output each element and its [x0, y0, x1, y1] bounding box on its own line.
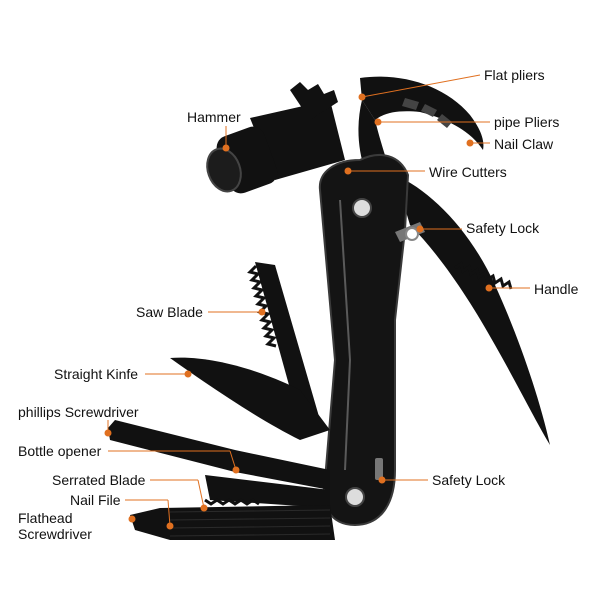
label-flat-pliers: Flat pliers: [484, 67, 545, 83]
body-highlight: [339, 199, 352, 471]
label-serrated-blade: Serrated Blade: [52, 472, 146, 488]
label-safety-lock-bottom: Safety Lock: [432, 472, 506, 488]
dot-safety-lock-bottom: [378, 476, 386, 484]
label-pipe-pliers: pipe Pliers: [494, 114, 560, 130]
label-nail-file: Nail File: [70, 492, 121, 508]
multitool-illustration: [108, 76, 550, 540]
plier-slots: [402, 98, 452, 128]
dot-nail-claw: [466, 139, 474, 147]
dot-nail-file: [166, 522, 174, 530]
dot-wire-cutters: [344, 167, 352, 175]
leader-flat-pliers: [361, 74, 481, 98]
label-hammer: Hammer: [187, 109, 241, 125]
hammer-head: [206, 82, 345, 194]
dot-hammer: [222, 144, 230, 152]
label-handle: Handle: [534, 281, 579, 297]
label-safety-lock-top: Safety Lock: [466, 220, 540, 236]
label-straight-knife: Straight Kinfe: [54, 366, 139, 382]
handle-serrations: [454, 261, 513, 290]
leader-lines: [104, 74, 530, 530]
saw-teeth: [247, 264, 277, 348]
dot-safety-lock-top: [416, 225, 424, 233]
label-flathead-line2: Screwdriver: [18, 526, 92, 542]
dot-flat-pliers: [358, 93, 366, 101]
leader-serrated-blade-drop: [197, 479, 205, 509]
handle-claw: [395, 175, 550, 445]
label-wire-cutters: Wire Cutters: [429, 164, 507, 180]
label-flathead-line1: Flathead: [18, 510, 73, 526]
dot-serrated-blade: [200, 504, 208, 512]
dot-saw-blade: [258, 308, 266, 316]
serrated-blade: [205, 475, 330, 508]
dot-bottle-opener: [232, 466, 240, 474]
screwdriver-bottle-opener: [108, 420, 330, 490]
safety-lock-ring-top: [405, 227, 419, 241]
safety-lock-slider-bottom: [375, 458, 383, 480]
plier-jaw-lower: [358, 100, 388, 170]
label-nail-claw: Nail Claw: [494, 136, 554, 152]
dot-straight-knife: [184, 370, 192, 378]
serrated-edge: [204, 498, 260, 506]
label-bottle-opener: Bottle opener: [18, 443, 102, 459]
nail-file-flathead: [130, 505, 335, 540]
label-saw-blade: Saw Blade: [136, 304, 203, 320]
file-texture: [169, 509, 331, 537]
label-phillips-screwdriver: phillips Screwdriver: [18, 404, 139, 420]
leader-nail-file-drop: [167, 499, 171, 527]
saw-blade: [255, 262, 320, 425]
dot-pipe-pliers: [374, 118, 382, 126]
plier-jaw-top: [360, 76, 484, 150]
straight-knife: [170, 357, 330, 440]
rivet-top: [352, 198, 372, 218]
dot-phillips: [104, 429, 112, 437]
dot-handle: [485, 284, 493, 292]
rivet-bottom: [345, 487, 365, 507]
dot-flathead: [128, 515, 136, 523]
